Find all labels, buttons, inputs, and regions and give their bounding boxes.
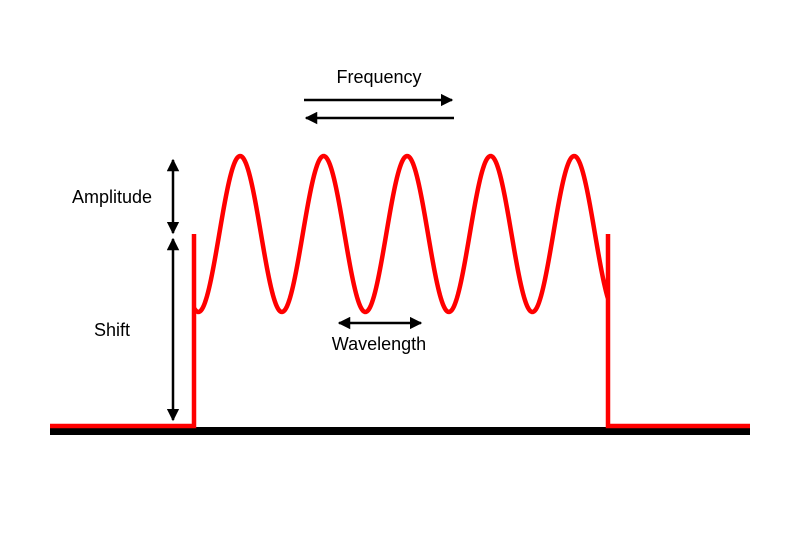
shift-label: Shift xyxy=(94,320,130,340)
frequency-label: Frequency xyxy=(336,67,421,87)
amplitude-label: Amplitude xyxy=(72,187,152,207)
wavelength-label: Wavelength xyxy=(332,334,426,354)
wave-signal xyxy=(50,153,750,429)
